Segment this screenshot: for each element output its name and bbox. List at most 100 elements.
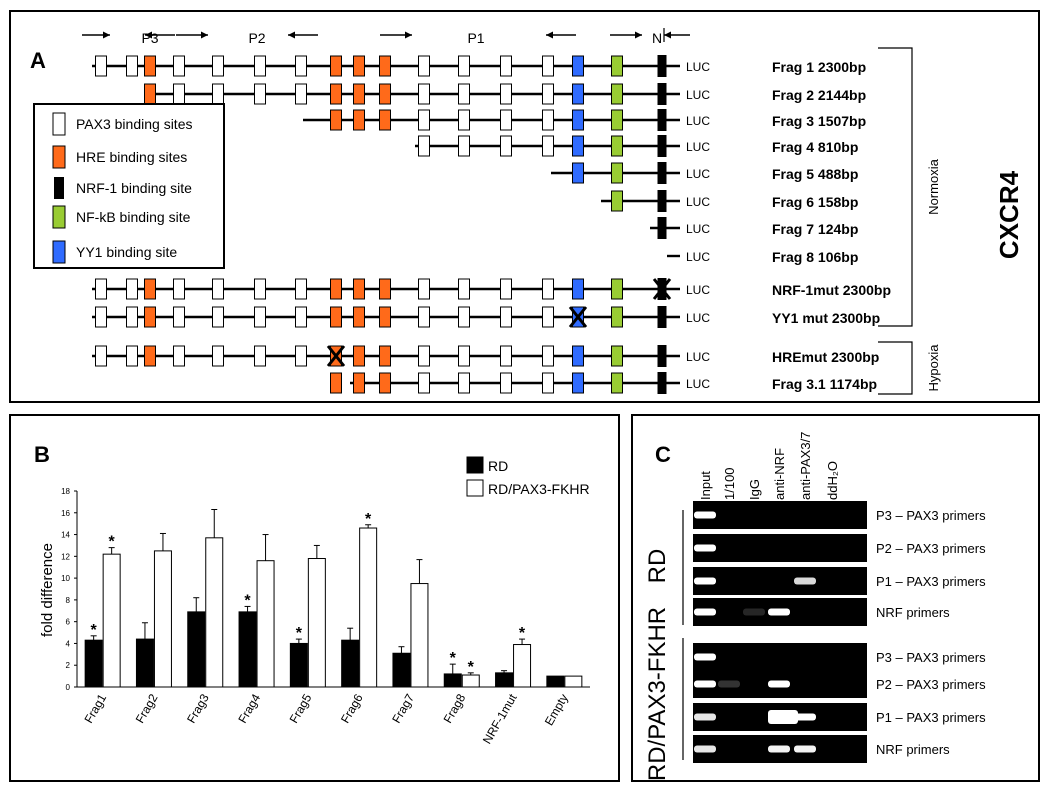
construct-row: LUC Frag 4 810bp — [415, 135, 858, 157]
y-tick-label: 16 — [61, 509, 70, 518]
pax3-site — [500, 306, 512, 328]
pax3-site — [418, 83, 430, 105]
yy1-site — [572, 83, 584, 105]
luc-label: LUC — [686, 377, 710, 391]
hre-site — [330, 55, 342, 77]
pax3-site — [458, 83, 470, 105]
gel-band — [694, 745, 716, 753]
pax3-site — [173, 306, 185, 328]
nrf1-site — [657, 345, 667, 367]
hypoxia-label: Hypoxia — [926, 344, 941, 392]
pax3-site — [95, 278, 107, 300]
gel-band — [694, 653, 716, 661]
lane-label: anti-NRF — [772, 448, 787, 500]
arrow-head — [405, 31, 412, 39]
gel-band — [768, 745, 790, 753]
x-tick-label: Frag2 — [133, 691, 161, 725]
primer-label: P1 – PAX3 primers — [876, 710, 986, 725]
pax3-site — [542, 345, 554, 367]
pax3-site — [418, 55, 430, 77]
gel-band — [743, 608, 765, 616]
pax3-site — [500, 83, 512, 105]
nrf1-site — [657, 162, 667, 184]
hre-site — [353, 278, 365, 300]
hre-site — [330, 83, 342, 105]
primer-label: P3 – PAX3 primers — [876, 650, 986, 665]
nfkb-site — [611, 55, 623, 77]
yy1-site — [572, 109, 584, 131]
pax3-site — [458, 372, 470, 394]
mutation-mark — [568, 306, 588, 328]
nfkb-site — [611, 190, 623, 212]
pax3-site — [418, 345, 430, 367]
luc-label: LUC — [686, 222, 710, 236]
hre-site — [144, 345, 156, 367]
significance-star: * — [365, 511, 372, 528]
nrf1-site — [657, 109, 667, 131]
gel-band — [794, 745, 816, 753]
construct-row: LUC NRF-1mut 2300bp — [92, 278, 891, 300]
legend-swatch — [54, 177, 64, 199]
gel-strip — [693, 670, 867, 698]
construct-label: Frag 4 810bp — [772, 139, 858, 155]
luc-label: LUC — [686, 140, 710, 154]
rd-group-label: RD — [644, 549, 671, 584]
pax3-site — [173, 83, 185, 105]
hypoxia-bracket — [878, 341, 913, 395]
pax3-site — [500, 55, 512, 77]
nrf1-site — [657, 217, 667, 239]
significance-star: * — [468, 659, 475, 676]
hre-site — [144, 278, 156, 300]
gel-background — [693, 567, 867, 595]
bar-pax — [153, 550, 172, 688]
nrf1-site — [657, 306, 667, 328]
luc-label: LUC — [686, 283, 710, 297]
nrf1-site — [657, 83, 667, 105]
yy1-site — [572, 135, 584, 157]
pax3-site — [418, 372, 430, 394]
pax3-site — [254, 55, 266, 77]
legend-label: HRE binding sites — [76, 149, 187, 165]
yy1-site — [572, 55, 584, 77]
hre-site — [379, 83, 391, 105]
construct-label: Frag 6 158bp — [772, 194, 858, 210]
legend-box — [33, 103, 225, 269]
primer-label: P1 – PAX3 primers — [876, 574, 986, 589]
y-tick-label: 14 — [61, 531, 70, 540]
hre-site — [330, 109, 342, 131]
construct-label: NRF-1mut 2300bp — [772, 282, 891, 298]
pax3-site — [126, 345, 138, 367]
nfkb-site — [611, 278, 623, 300]
legend-label: NF-kB binding site — [76, 209, 191, 225]
gel-band — [718, 680, 740, 688]
hre-site — [379, 372, 391, 394]
lane-label: 1/100 — [722, 467, 737, 500]
x-tick-label: NRF-1mut — [480, 691, 520, 746]
pax3-site — [500, 372, 512, 394]
construct-label: Frag 2 2144bp — [772, 87, 866, 103]
luc-label: LUC — [686, 195, 710, 209]
construct-label: Frag 1 2300bp — [772, 59, 866, 75]
bar-rd — [392, 652, 411, 688]
arrow-head — [145, 31, 152, 39]
gel-band — [694, 544, 716, 552]
legend-label: NRF-1 binding site — [76, 180, 192, 196]
x-tick-label: Frag4 — [235, 691, 263, 725]
pax3-site — [173, 345, 185, 367]
pax3-site — [295, 278, 307, 300]
legend-swatch — [52, 240, 66, 264]
y-tick-label: 18 — [61, 487, 70, 496]
pax3-site — [295, 306, 307, 328]
gel-band — [694, 608, 716, 616]
legend-swatch — [52, 112, 66, 136]
gel-band — [794, 577, 816, 585]
gel-strip — [693, 567, 867, 595]
luc-label: LUC — [686, 311, 710, 325]
yy1-site — [572, 278, 584, 300]
significance-star: * — [109, 534, 116, 551]
